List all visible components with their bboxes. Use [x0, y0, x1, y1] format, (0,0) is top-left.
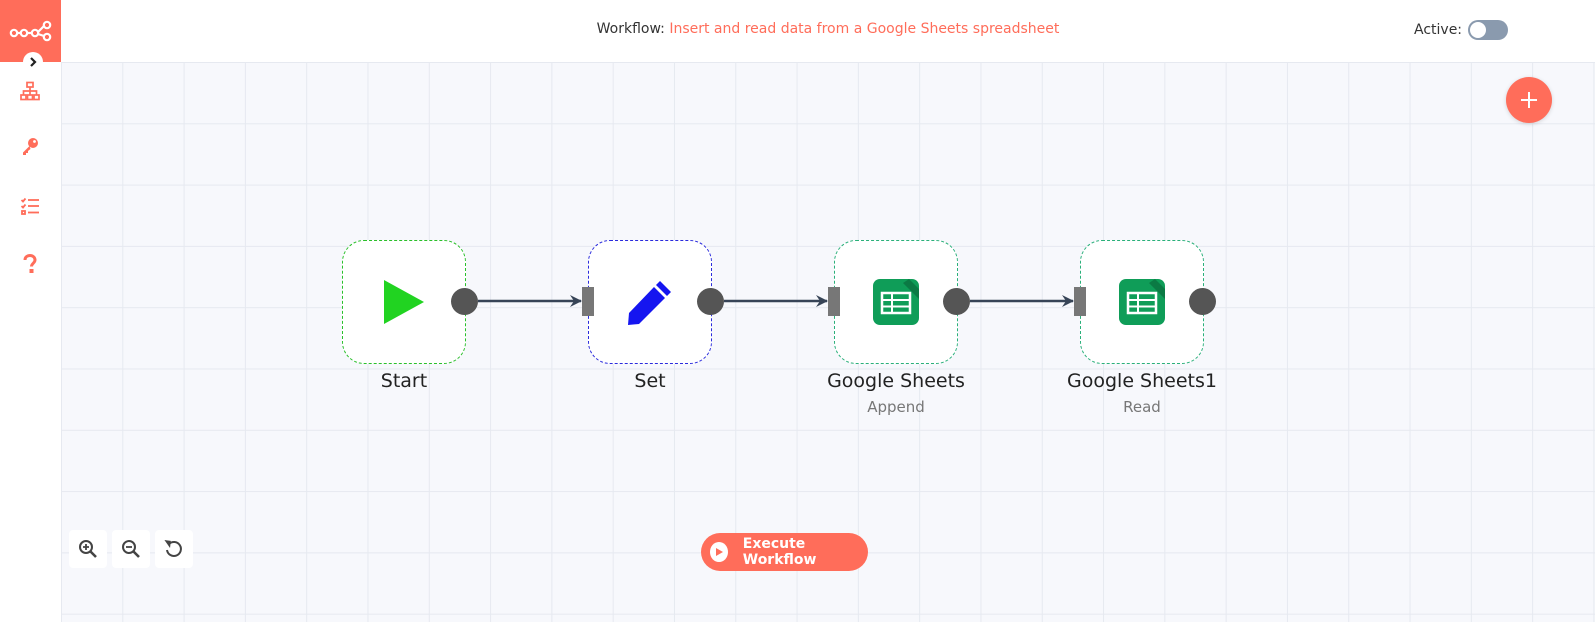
sidebar: [0, 0, 61, 622]
header-bar: Workflow: Insert and read data from a Go…: [61, 0, 1595, 62]
zoom-out-button[interactable]: [112, 530, 150, 568]
toggle-knob: [1470, 22, 1487, 38]
chevron-right-icon: [30, 57, 37, 67]
plus-icon: [1521, 92, 1537, 108]
pencil-icon: [628, 281, 671, 325]
workflow-name[interactable]: Insert and read data from a Google Sheet…: [669, 21, 1060, 37]
node-set[interactable]: [588, 240, 712, 364]
zoom-in-icon: [79, 540, 97, 558]
sidebar-item-credentials[interactable]: [14, 130, 46, 162]
execute-workflow-button[interactable]: Execute Workflow: [701, 533, 868, 571]
network-icon: [20, 81, 40, 101]
google-sheets-icon: [1119, 279, 1165, 325]
node-google-sheets-subtitle: Append: [867, 398, 925, 416]
sidebar-expand-button[interactable]: [23, 52, 43, 72]
node-google-sheets1-input-handle[interactable]: [1074, 287, 1086, 316]
question-icon: [23, 254, 37, 273]
play-circle-icon: [710, 542, 728, 562]
node-google-sheets-output-handle[interactable]: [943, 288, 970, 315]
node-google-sheets1-label: Google Sheets1: [1067, 370, 1217, 392]
active-label: Active:: [1414, 22, 1463, 38]
node-google-sheets-label: Google Sheets: [827, 370, 965, 392]
zoom-out-icon: [122, 540, 140, 558]
node-set-input-handle[interactable]: [582, 287, 594, 316]
node-google-sheets1-output-handle[interactable]: [1189, 288, 1216, 315]
workflow-title: Workflow: Insert and read data from a Go…: [61, 21, 1595, 37]
node-start-output-handle[interactable]: [451, 288, 478, 315]
node-google-sheets[interactable]: [834, 240, 958, 364]
workflow-canvas[interactable]: [61, 62, 1595, 622]
google-sheets-icon: [873, 279, 919, 325]
node-start[interactable]: [342, 240, 466, 364]
key-icon: [23, 138, 38, 155]
zoom-in-button[interactable]: [69, 530, 107, 568]
node-google-sheets1-subtitle: Read: [1123, 398, 1161, 416]
sidebar-item-workflows[interactable]: [14, 75, 46, 107]
sidebar-item-help[interactable]: [14, 248, 46, 280]
play-icon: [384, 280, 424, 324]
workflow-label: Workflow:: [596, 21, 665, 37]
node-set-label: Set: [634, 370, 666, 392]
logo-icon: [9, 20, 51, 42]
node-google-sheets-input-handle[interactable]: [828, 287, 840, 316]
execute-workflow-label: Execute Workflow: [742, 536, 817, 568]
n8n-logo[interactable]: [0, 0, 61, 62]
active-toggle[interactable]: [1468, 20, 1509, 40]
sidebar-item-executions[interactable]: [14, 190, 46, 222]
add-node-button[interactable]: [1506, 77, 1552, 123]
reset-zoom-button[interactable]: [155, 530, 193, 568]
active-control: Active:: [1414, 20, 1509, 40]
tasks-icon: [20, 197, 39, 215]
undo-icon: [164, 540, 182, 557]
node-start-label: Start: [380, 370, 428, 392]
node-google-sheets1[interactable]: [1080, 240, 1204, 364]
node-set-output-handle[interactable]: [697, 288, 724, 315]
